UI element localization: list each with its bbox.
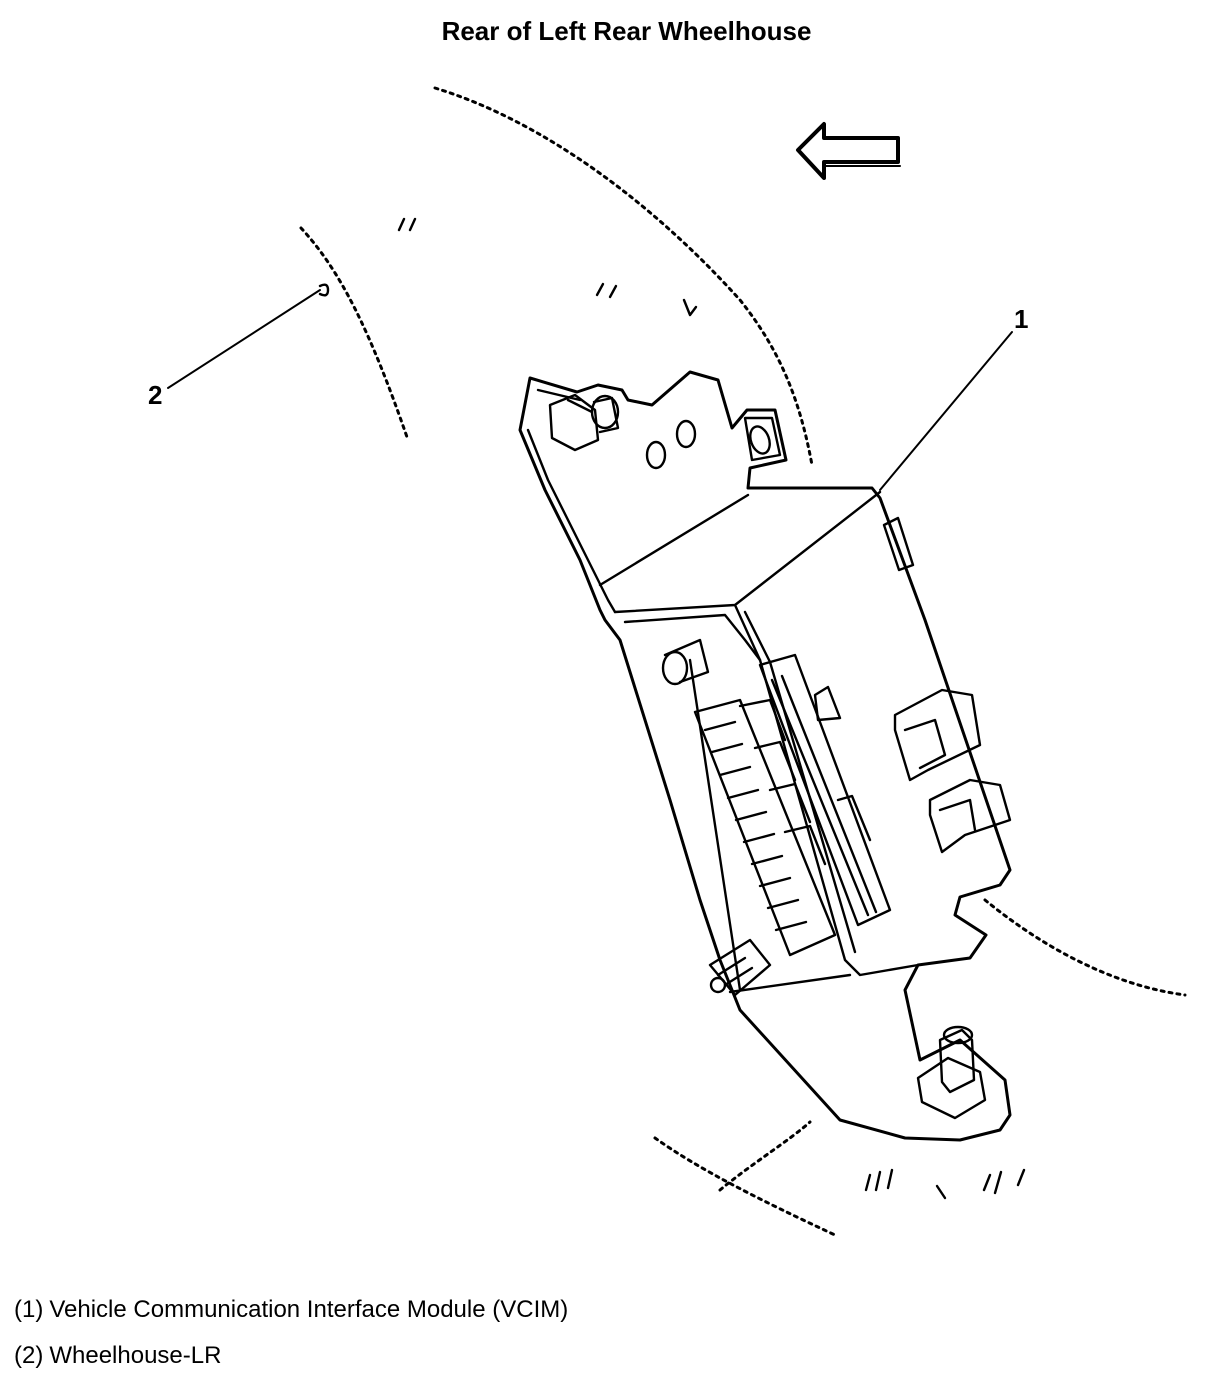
legend-text: Vehicle Communication Interface Module (… (49, 1296, 569, 1323)
wheelhouse-outline (299, 86, 1187, 1237)
callout-2: 2 (148, 380, 163, 410)
legend-item: (2)Wheelhouse-LR (14, 1342, 221, 1370)
legend-number: (1) (14, 1296, 44, 1323)
wheelhouse-marks (318, 217, 1026, 1200)
diagram-title: Rear of Left Rear Wheelhouse (441, 16, 812, 46)
callout-1: 1 (1014, 304, 1029, 334)
vcim-module (598, 490, 1012, 994)
legend-item: (1)Vehicle Communication Interface Modul… (14, 1296, 568, 1324)
mounting-bracket (518, 370, 1012, 1142)
legend-text: Wheelhouse-LR (49, 1342, 222, 1369)
left-arrow-icon (796, 122, 901, 180)
mounting-studs (548, 393, 987, 1120)
leader-lines (167, 289, 1013, 491)
legend-number: (2) (14, 1342, 44, 1369)
